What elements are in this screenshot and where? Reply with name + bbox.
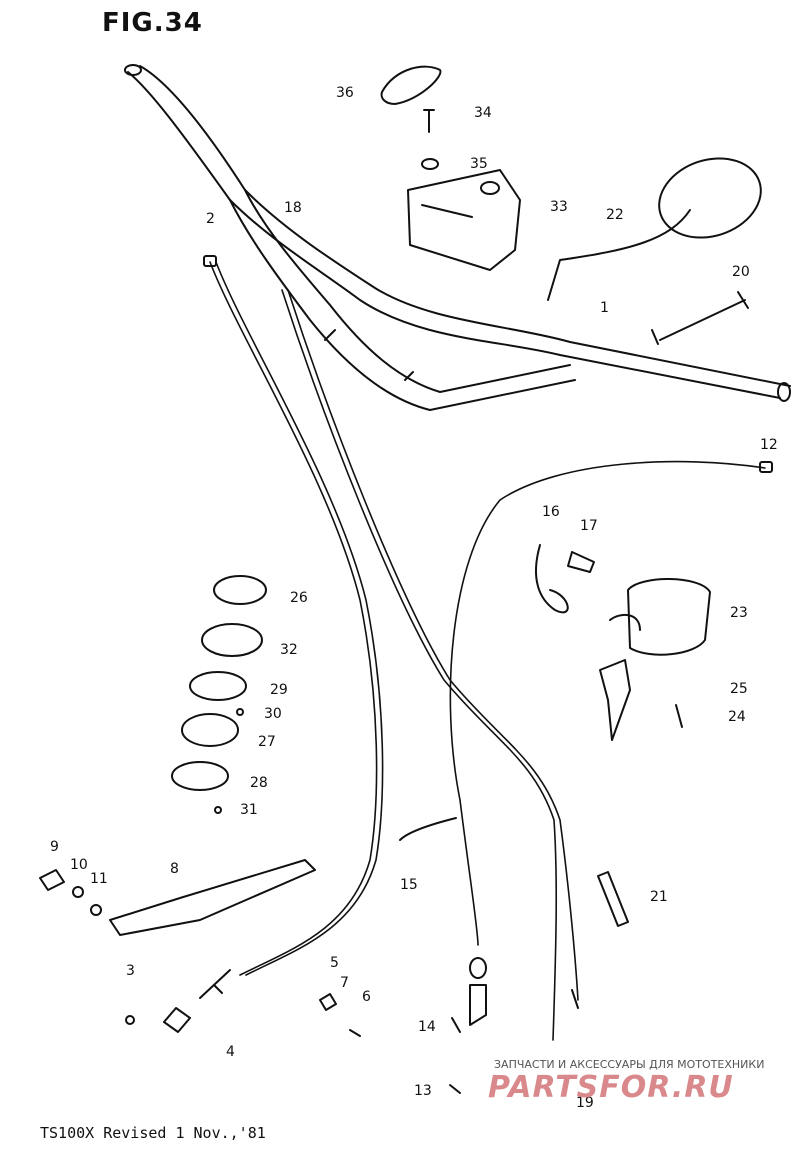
part-label-4: 4	[226, 1044, 235, 1060]
stem-stack	[171, 575, 267, 814]
ignition-switch	[535, 544, 711, 741]
part-label-29: 29	[270, 682, 288, 698]
part-label-9: 9	[50, 839, 59, 855]
part-label-1: 1	[600, 300, 609, 316]
part-label-5: 5	[330, 955, 339, 971]
part-label-17: 17	[580, 518, 598, 534]
part-label-8: 8	[170, 861, 179, 877]
part-label-19: 19	[576, 1095, 594, 1111]
part-label-23: 23	[730, 605, 748, 621]
part-label-36: 36	[336, 85, 354, 101]
part-label-16: 16	[542, 504, 560, 520]
part-label-10: 10	[70, 857, 88, 873]
watermark-line: ЗАПЧАСТИ И АКСЕССУАРЫ ДЛЯ МОТОТЕХНИКИ	[494, 1058, 765, 1071]
part-label-22: 22	[606, 207, 624, 223]
control-cables	[209, 261, 766, 1041]
figure-title: FIG.34	[102, 8, 203, 38]
part-label-26: 26	[290, 590, 308, 606]
mirror-assembly	[547, 157, 762, 345]
part-label-6: 6	[362, 989, 371, 1005]
misc-parts	[399, 817, 629, 1094]
part-label-33: 33	[550, 199, 568, 215]
part-label-20: 20	[732, 264, 750, 280]
upper-parts	[380, 65, 521, 271]
part-label-28: 28	[250, 775, 268, 791]
handlebar	[124, 64, 791, 411]
part-label-13: 13	[414, 1083, 432, 1099]
watermark-brand: PARTSFOR.RU	[488, 1070, 734, 1105]
part-label-3: 3	[126, 963, 135, 979]
part-label-34: 34	[474, 105, 492, 121]
part-label-25: 25	[730, 681, 748, 697]
part-label-27: 27	[258, 734, 276, 750]
part-label-30: 30	[264, 706, 282, 722]
cable-end-fittings	[163, 255, 773, 1033]
part-label-24: 24	[728, 709, 746, 725]
part-label-15: 15	[400, 877, 418, 893]
part-label-14: 14	[418, 1019, 436, 1035]
part-label-2: 2	[206, 211, 215, 227]
part-label-31: 31	[240, 802, 258, 818]
part-label-11: 11	[90, 871, 108, 887]
part-label-7: 7	[340, 975, 349, 991]
part-label-12: 12	[760, 437, 778, 453]
lever-bracket	[39, 859, 361, 1037]
part-label-18: 18	[284, 200, 302, 216]
part-label-35: 35	[470, 156, 488, 172]
part-label-21: 21	[650, 889, 668, 905]
footer-revision: TS100X Revised 1 Nov.,'81	[40, 1124, 266, 1142]
part-label-32: 32	[280, 642, 298, 658]
